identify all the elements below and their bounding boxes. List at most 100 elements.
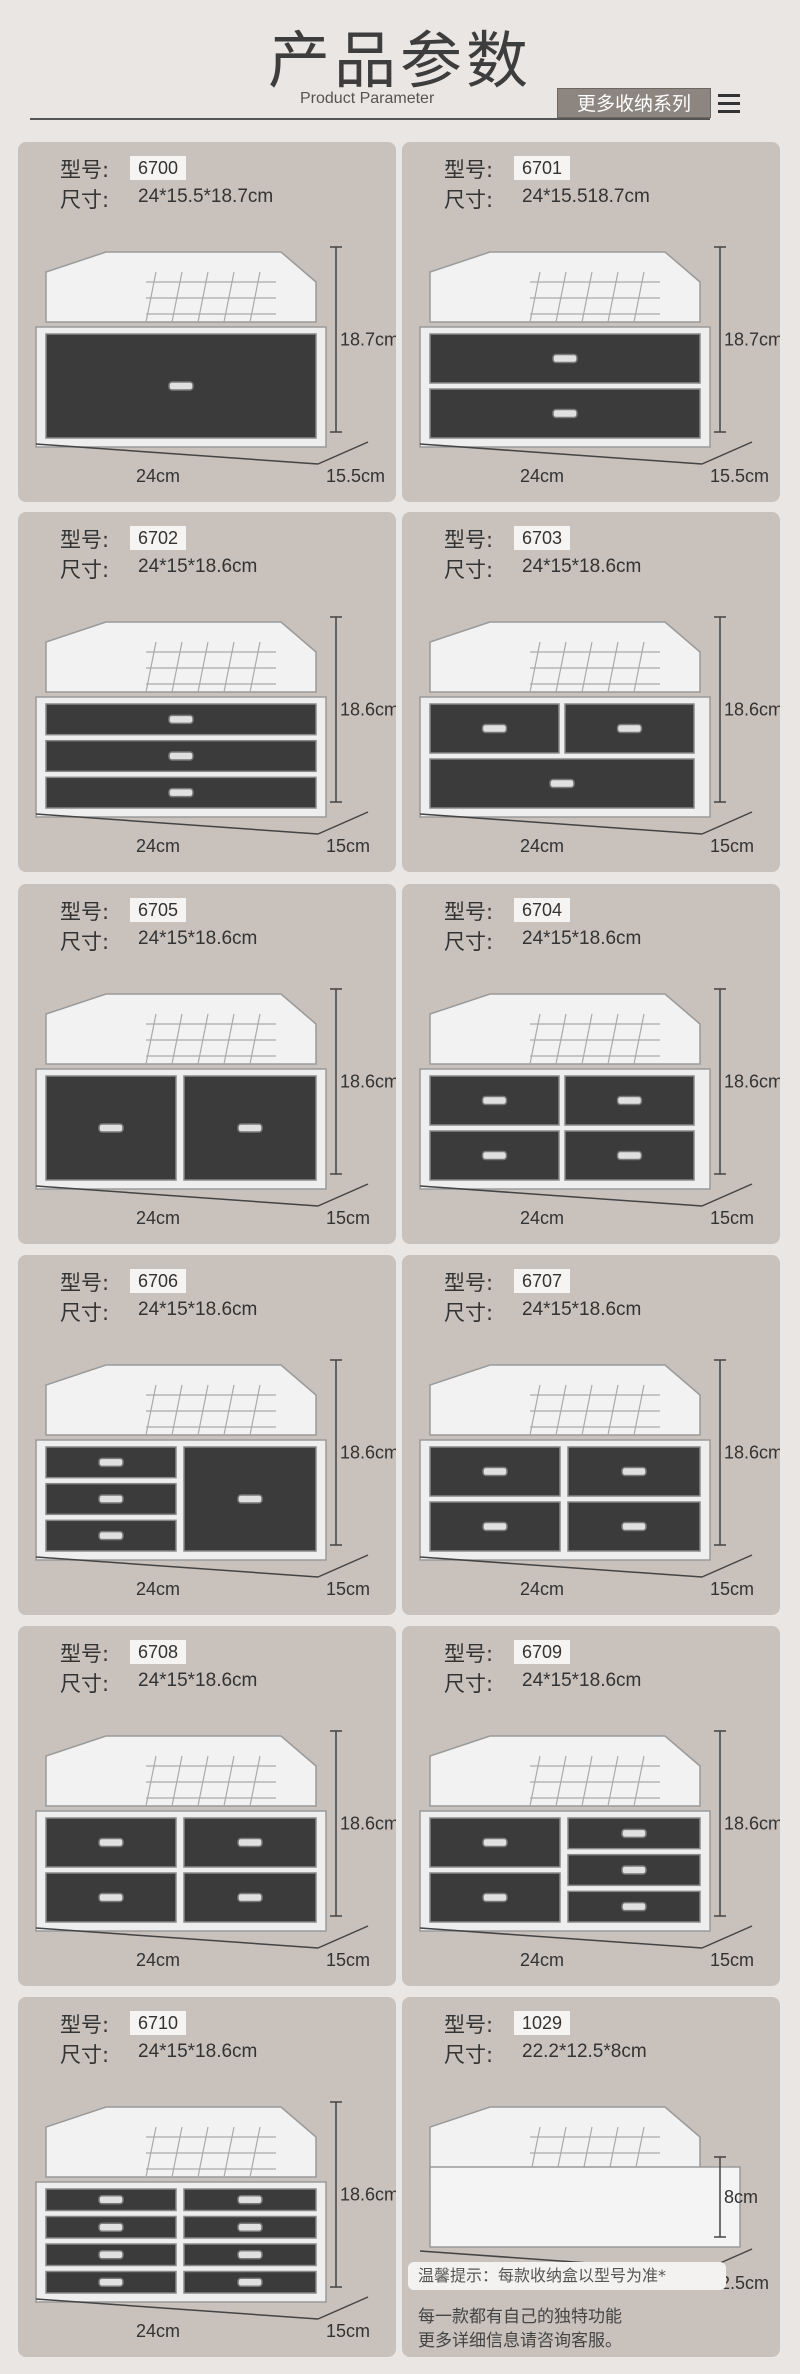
organizer-top-compartment (45, 251, 317, 323)
drawer (564, 703, 695, 754)
depth-dimension-line (317, 1183, 369, 1207)
depth-dimension-line (317, 2296, 369, 2320)
model-value: 6700 (130, 156, 187, 180)
drawer-knob (616, 1150, 643, 1161)
size-value: 24*15.5*18.7cm (138, 186, 274, 207)
drawer-knob (621, 1521, 647, 1532)
organizer-top-compartment (429, 621, 701, 693)
height-label: 18.7cm (724, 330, 780, 350)
width-dimension-line (419, 813, 703, 835)
drawer-knob (168, 714, 194, 725)
width-label: 24cm (520, 836, 564, 856)
width-label: 24cm (520, 466, 564, 486)
drawer-knob (168, 751, 194, 761)
width-dimension-line (35, 1185, 319, 1207)
width-label: 24cm (520, 1950, 564, 1970)
drawer (45, 776, 317, 809)
size-value: 24*15*18.6cm (138, 928, 258, 949)
depth-label: 15cm (326, 1208, 370, 1228)
width-label: 24cm (520, 1579, 564, 1599)
drawer (429, 1872, 561, 1923)
size-label: 尺寸: (60, 2043, 110, 2067)
page-subtitle: Product Parameter (300, 90, 435, 107)
size-value: 24*15*18.6cm (522, 928, 642, 949)
model-value: 6707 (514, 1269, 571, 1293)
lipstick-grid (145, 1013, 276, 1065)
size-value: 24*15*18.6cm (138, 1670, 258, 1691)
more-storage-series-button[interactable]: 更多收纳系列 (557, 88, 711, 118)
organizer-top-compartment (429, 993, 701, 1065)
height-label: 18.6cm (340, 700, 396, 720)
size-value: 24*15*18.6cm (138, 1299, 258, 1320)
page-title: 产品参数 (267, 24, 532, 97)
depth-label: 15cm (326, 1579, 370, 1599)
size-label: 尺寸: (444, 558, 494, 582)
drawer-knob (621, 1901, 647, 1912)
organizer-top-compartment (429, 1364, 701, 1436)
drawer (45, 2243, 177, 2267)
tip-banner: 温馨提示：每款收纳盒以型号为准* (408, 2262, 726, 2290)
drawer-knob (237, 1837, 263, 1848)
width-dimension-line (419, 1556, 703, 1578)
lipstick-grid (529, 271, 660, 323)
drawer-knob (621, 1865, 647, 1875)
width-dimension-line (35, 2298, 319, 2320)
height-label: 18.6cm (724, 1814, 780, 1834)
drawer (183, 1817, 317, 1868)
drawer-knob (552, 353, 578, 364)
drawer (429, 1446, 561, 1497)
model-label: 型号: (60, 900, 110, 924)
drawer (567, 1446, 701, 1497)
height-label: 18.6cm (724, 700, 780, 720)
drawer (183, 2243, 317, 2267)
drawer (45, 1075, 177, 1181)
drawer (45, 1817, 177, 1868)
height-label: 18.6cm (340, 2185, 396, 2205)
drawer-knob (98, 1457, 124, 1468)
model-label: 型号: (444, 1642, 494, 1666)
drawer-knob (237, 2195, 263, 2205)
drawer (429, 758, 695, 809)
depth-dimension-line (701, 1183, 753, 1207)
drawer-knob (482, 1892, 508, 1903)
drawer (567, 1853, 701, 1887)
size-label: 尺寸: (444, 2043, 494, 2067)
drawer-knob (98, 2195, 124, 2205)
drawer-knob (237, 2277, 263, 2287)
drawer-knob (481, 1150, 508, 1161)
menu-icon[interactable] (718, 94, 740, 114)
height-label: 18.6cm (340, 1072, 396, 1092)
drawer (429, 1075, 560, 1126)
depth-dimension-line (701, 1925, 753, 1949)
drawer (567, 1817, 701, 1850)
width-dimension-line (35, 813, 319, 835)
lipstick-grid (145, 1755, 276, 1807)
drawer (45, 1519, 177, 1552)
model-value: 6709 (514, 1640, 571, 1664)
model-label: 型号: (60, 528, 110, 552)
organizer-top-compartment (429, 1735, 701, 1807)
organizer-top-compartment (45, 2106, 317, 2178)
depth-label: 15cm (710, 1579, 754, 1599)
lipstick-grid (529, 641, 660, 693)
drawer (45, 1482, 177, 1516)
drawer (45, 703, 317, 736)
drawer (429, 1130, 560, 1181)
depth-dimension-line (317, 441, 369, 465)
depth-label: 15cm (326, 1950, 370, 1970)
lipstick-grid (145, 271, 276, 323)
model-value: 6706 (130, 1269, 187, 1293)
